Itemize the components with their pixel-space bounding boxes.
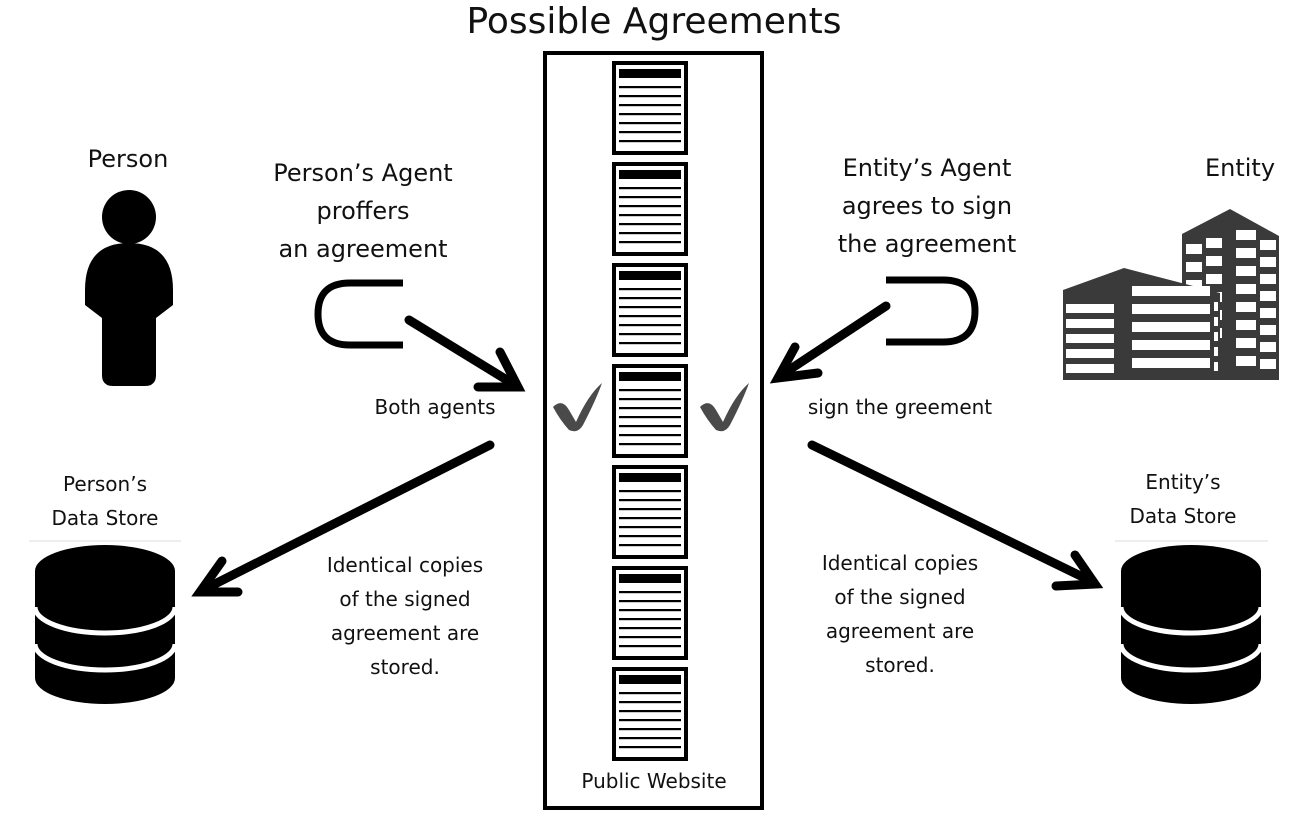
person-data-store-label: Person’s Data Store xyxy=(51,472,159,530)
public-website-label: Public Website xyxy=(581,769,727,793)
checkmark-icon-left xyxy=(553,383,602,432)
signed-agreement-document-icon[interactable] xyxy=(612,364,688,458)
entity-data-store-icon xyxy=(1118,545,1264,704)
agreement-document-icon[interactable] xyxy=(612,61,688,155)
agreement-document-icon[interactable] xyxy=(612,162,688,256)
arrow-website-to-person-store xyxy=(191,440,495,597)
agreement-document-icon[interactable] xyxy=(612,263,688,357)
agreement-document-list xyxy=(612,61,688,761)
person-agent-hook-icon xyxy=(314,279,403,349)
checkmark-icon-right xyxy=(700,383,749,432)
agreement-document-icon[interactable] xyxy=(612,667,688,761)
arrow-entity-agent-to-website xyxy=(769,301,891,384)
person-icon xyxy=(85,190,173,386)
signing-label-left: Both agents xyxy=(374,395,496,419)
entity-agent-hook-icon xyxy=(886,276,979,346)
diagram-title: Possible Agreements xyxy=(466,1,842,42)
person-agent-label: Person’s Agent proffers an agreement xyxy=(273,159,453,263)
public-website-frame xyxy=(543,51,764,810)
person-data-store-icon xyxy=(32,545,178,704)
signing-label-right: sign the greement xyxy=(807,395,993,419)
person-label: Person xyxy=(87,145,169,173)
entity-agent-label: Entity’s Agent agrees to sign the agreem… xyxy=(837,154,1017,258)
agreement-document-icon[interactable] xyxy=(612,566,688,660)
arrow-person-agent-to-website xyxy=(404,315,526,392)
entity-data-store-label: Entity’s Data Store xyxy=(1129,470,1237,528)
building-icon xyxy=(1063,209,1279,380)
arrow-website-to-entity-store xyxy=(807,440,1104,591)
entity-label: Entity xyxy=(1204,154,1276,182)
person-store-note: Identical copies of the signed agreement… xyxy=(326,553,484,679)
entity-store-note: Identical copies of the signed agreement… xyxy=(821,551,979,677)
agreement-document-icon[interactable] xyxy=(612,465,688,559)
